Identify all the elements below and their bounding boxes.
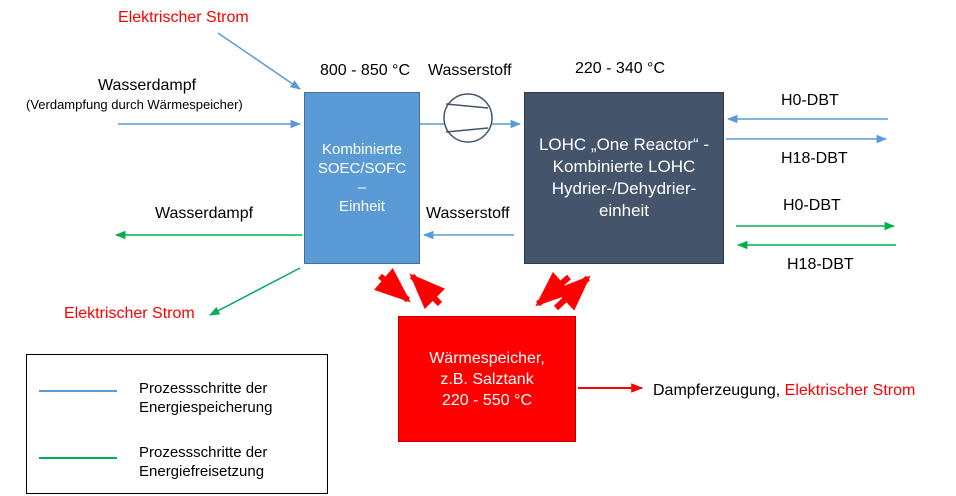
lohc-line-4: einheit (598, 201, 650, 220)
lohc-reactor-unit: LOHC „One Reactor“ - Kombinierte LOHC Hy… (524, 92, 724, 264)
heat-line-3: 220 - 550 °C (441, 391, 532, 409)
heat-to-storage-arrow-left (374, 267, 411, 303)
compressor-icon (443, 93, 493, 143)
legend-release-text: Prozessschritte der Energiefreisetzung (139, 443, 267, 481)
heat-from-storage-arrow-right (553, 275, 591, 311)
lohc-line-1: LOHC „One Reactor“ - (538, 135, 710, 154)
soec-line-4: Einheit (339, 198, 385, 215)
h0-dbt-top-label: H0-DBT (781, 92, 839, 109)
electric-power-input-label: Elektrischer Strom (118, 9, 249, 26)
steam-output-label: Wasserdampf (155, 205, 254, 222)
soec-temperature-label: 800 - 850 °C (320, 62, 411, 79)
heat-from-storage-arrow-left (409, 273, 446, 310)
legend-storage-line-1: Prozessschritte der (139, 380, 268, 397)
h18-dbt-bottom-label: H18-DBT (787, 256, 854, 273)
legend: Prozessschritte der Energiespeicherung P… (26, 354, 328, 494)
lohc-temperature-label: 220 - 340 °C (575, 60, 666, 77)
legend-release-line-2: Energiefreisetzung (139, 463, 265, 480)
hydrogen-top-label: Wasserstoff (428, 62, 512, 79)
soec-line-3: – (357, 179, 367, 196)
legend-release-line-1: Prozessschritte der (139, 444, 268, 461)
electric-power-output-arrow (209, 267, 301, 316)
steam-generation-text: Dampferzeugung, (653, 382, 785, 399)
steam-input-label: Wasserdampf (98, 77, 197, 94)
electric-power-output-label: Elektrischer Strom (64, 305, 195, 322)
lohc-line-2: Kombinierte LOHC (552, 157, 696, 176)
electric-power-input-arrow (217, 32, 301, 90)
soec-line-2: SOEC/SOFC (317, 160, 407, 177)
lohc-line-3: Hydrier-/Dehydrier- (551, 179, 697, 198)
hydrogen-bottom-label: Wasserstoff (426, 205, 510, 222)
soec-line-1: Kombinierte (321, 141, 403, 158)
heat-storage-unit: Wärmespeicher, z.B. Salztank 220 - 550 °… (398, 316, 576, 442)
h0-dbt-bottom-label: H0-DBT (783, 197, 841, 214)
soec-sofc-unit: Kombinierte SOEC/SOFC – Einheit (304, 92, 420, 264)
legend-lines (39, 390, 117, 459)
steam-input-sublabel: (Verdampfung durch Wärmespeicher) (26, 97, 243, 112)
steam-generation-power-text: Elektrischer Strom (784, 382, 916, 399)
heat-line-2: z.B. Salztank (440, 370, 534, 388)
legend-storage-text: Prozessschritte der Energiespeicherung (139, 379, 272, 417)
heat-line-1: Wärmespeicher, (429, 349, 545, 367)
legend-storage-line-2: Energiespeicherung (139, 399, 273, 416)
steam-generation-label: Dampferzeugung, Elektrischer Strom (653, 382, 915, 400)
h18-dbt-top-label: H18-DBT (781, 150, 848, 167)
